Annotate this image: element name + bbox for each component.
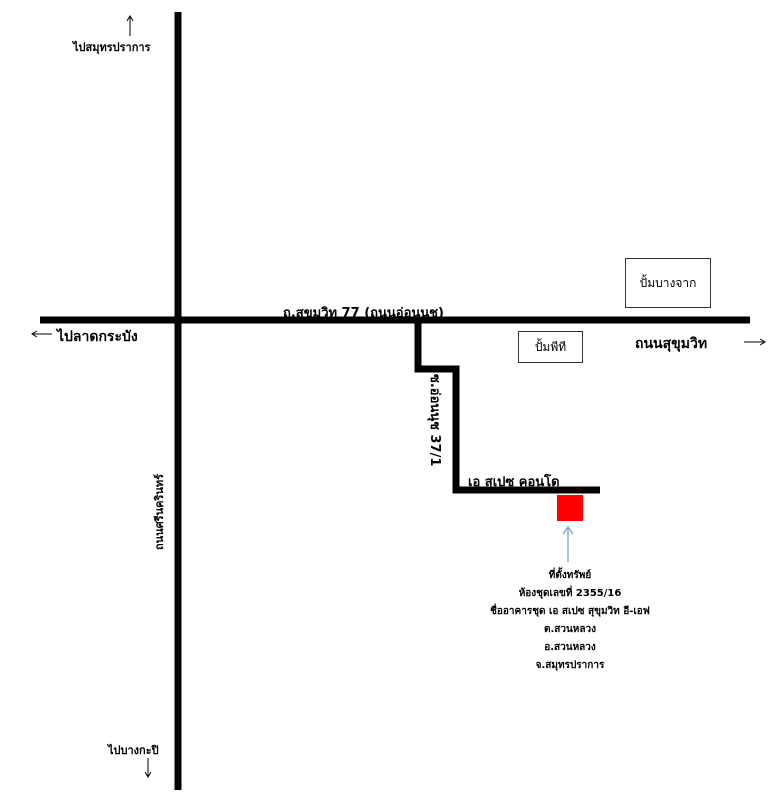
property-info-building: ชื่ออาคารชุด เอ สเปซ สุขุมวิท อี-เอฟ (490, 606, 650, 617)
pump-ptt-box: ปั้มพีที (518, 331, 583, 363)
label-to-bang-kapi: ไปบางกะปิ (108, 744, 159, 757)
property-pointer-arrow (562, 525, 574, 562)
property-info-subdistrict: ต.สวนหลวง (543, 624, 597, 635)
label-srinakarin-road: ถนนศรีนครินทร์ (153, 473, 166, 550)
property-info-heading: ที่ตั้งทรัพย์ (548, 570, 592, 581)
soi-onnut-road-line (414, 320, 600, 494)
property-info-province: จ.สมุทรปราการ (535, 660, 605, 671)
property-info-district: อ.สวนหลวง (544, 642, 596, 653)
pump-ptt-label: ปั้มพีที (534, 339, 567, 354)
arrow-down-icon (144, 758, 152, 778)
property-marker (557, 495, 583, 521)
arrow-up-icon (126, 15, 134, 36)
property-info-room: ห้องชุดเลขที่ 2355/16 (518, 588, 622, 599)
arrow-right-icon (744, 338, 766, 346)
arrow-left-icon (31, 330, 52, 338)
label-condo: เอ สเปซ คอนโด (468, 475, 560, 490)
label-to-lat-krabang: ไปลาดกระบัง (57, 329, 138, 345)
label-sukhumvit77-road: ถ.สุขุมวิท 77 (ถนนอ่อนนุช) (283, 306, 444, 321)
pump-bangchak-label: ปั้มบางจาก (639, 275, 697, 290)
pump-bangchak-box: ปั้มบางจาก (625, 258, 711, 308)
label-soi-onnut: ซ.อ่อนนุช 37/1 (427, 374, 442, 467)
label-sukhumvit-road: ถนนสุขุมวิท (635, 336, 708, 352)
property-info: ที่ตั้งทรัพย์ ห้องชุดเลขที่ 2355/16 ชื่อ… (470, 567, 670, 675)
label-to-samut-prakan: ไปสมุทรปราการ (73, 41, 151, 54)
